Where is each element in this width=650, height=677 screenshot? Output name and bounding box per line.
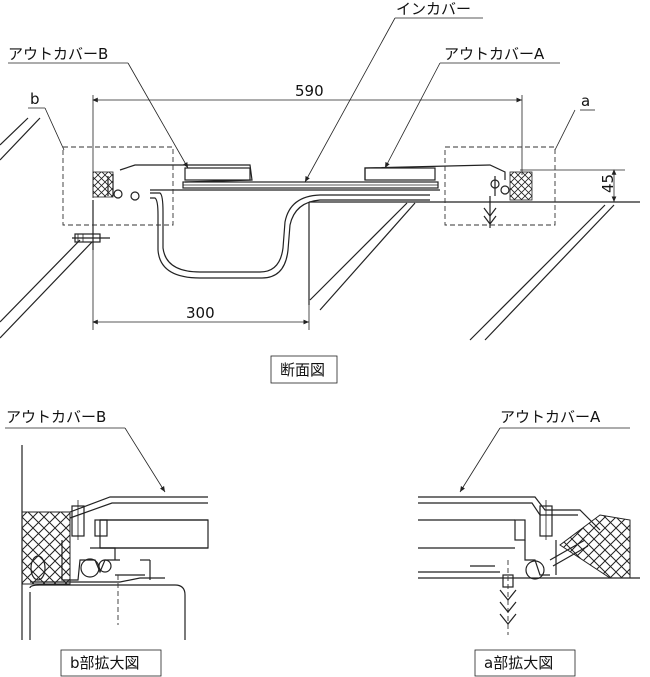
label-detail-a-mark: a [581,92,590,110]
dim-depth: 300 [186,304,215,322]
dim-height: 45 [599,174,617,193]
section-view [0,17,640,341]
label-detail-b-mark: b [30,90,40,108]
detail-b-caption: b部拡大図 [70,654,140,672]
label-out-cover-a: アウトカバーA [444,45,545,63]
detail-a-caption: a部拡大図 [484,654,553,672]
detail-a-view [418,427,640,635]
dim-width: 590 [295,82,324,100]
label-in-cover: インカバー [396,0,471,18]
label-out-cover-b: アウトカバーB [8,45,108,63]
label-a-out-cover: アウトカバーA [500,408,601,426]
label-b-out-cover: アウトカバーB [6,408,106,426]
detail-b-view [5,427,209,640]
section-caption: 断面図 [280,361,325,379]
